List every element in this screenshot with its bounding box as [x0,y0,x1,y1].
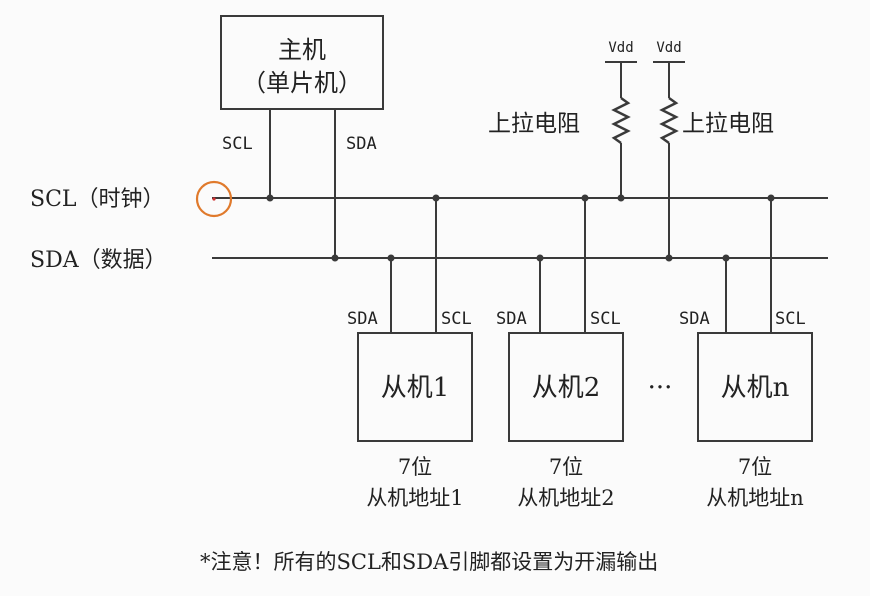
slave-box [508,332,624,442]
slave-address: 从机地址2 [517,486,614,510]
pullup-junction [665,254,673,262]
slave-sda-junction [722,254,730,262]
pullup-resistor-2: Vdd 上拉电阻 [653,40,774,262]
slave-scl-junction [432,194,440,202]
scl-bus-label: SCL（时钟） [30,187,165,212]
slave-address-bits: 7位 [549,455,583,479]
slave-n: SDA SCL 从机n 7位 从机地址n [679,194,813,510]
slave-sda-pin-label: SDA [496,309,527,329]
footnote: *注意！所有的SCL和SDA引脚都设置为开漏输出 [200,550,658,574]
slave-2: SDA SCL 从机2 7位 从机地址2 [496,194,624,510]
resistor-zigzag [659,96,679,145]
slave-scl-pin-label: SCL [590,309,621,329]
slave-address-bits: 7位 [398,455,432,479]
slave-sda-junction [387,254,395,262]
pullup-label: 上拉电阻 [682,111,774,137]
master-sda-pin-label: SDA [346,134,377,154]
highlight-circle [195,180,233,218]
slave-name: 从机1 [381,373,450,403]
resistor-zigzag [611,96,631,145]
slave-scl-pin-label: SCL [775,309,806,329]
pullup-label: 上拉电阻 [488,111,580,137]
sda-bus-label: SDA（数据） [30,248,167,273]
vdd-label: Vdd [656,40,681,56]
slave-address: 从机地址n [706,486,804,510]
master-scl-junction [266,194,274,202]
slave-1: SDA SCL 从机1 7位 从机地址1 [347,194,473,510]
slaves-ellipsis: ··· [648,373,673,403]
slave-name: 从机2 [532,373,601,403]
slave-name: 从机n [721,373,790,403]
slave-scl-pin-label: SCL [441,309,472,329]
slave-box [697,332,813,442]
highlight-dot [212,197,216,201]
slave-scl-junction [581,194,589,202]
pullup-resistor-1: Vdd 上拉电阻 [488,40,637,202]
slave-box [357,332,473,442]
pullup-junction [617,194,625,202]
master-scl-pin-label: SCL [222,134,253,154]
slave-scl-junction [767,194,775,202]
slave-sda-junction [536,254,544,262]
master-box [220,15,384,110]
master-sda-junction [331,254,339,262]
master-title: 主机 [278,36,326,64]
slave-sda-pin-label: SDA [347,309,378,329]
master-subtitle: （单片机） [242,69,362,97]
slave-address: 从机地址1 [366,486,463,510]
vdd-label: Vdd [608,40,633,56]
slave-sda-pin-label: SDA [679,309,710,329]
slave-address-bits: 7位 [738,455,772,479]
